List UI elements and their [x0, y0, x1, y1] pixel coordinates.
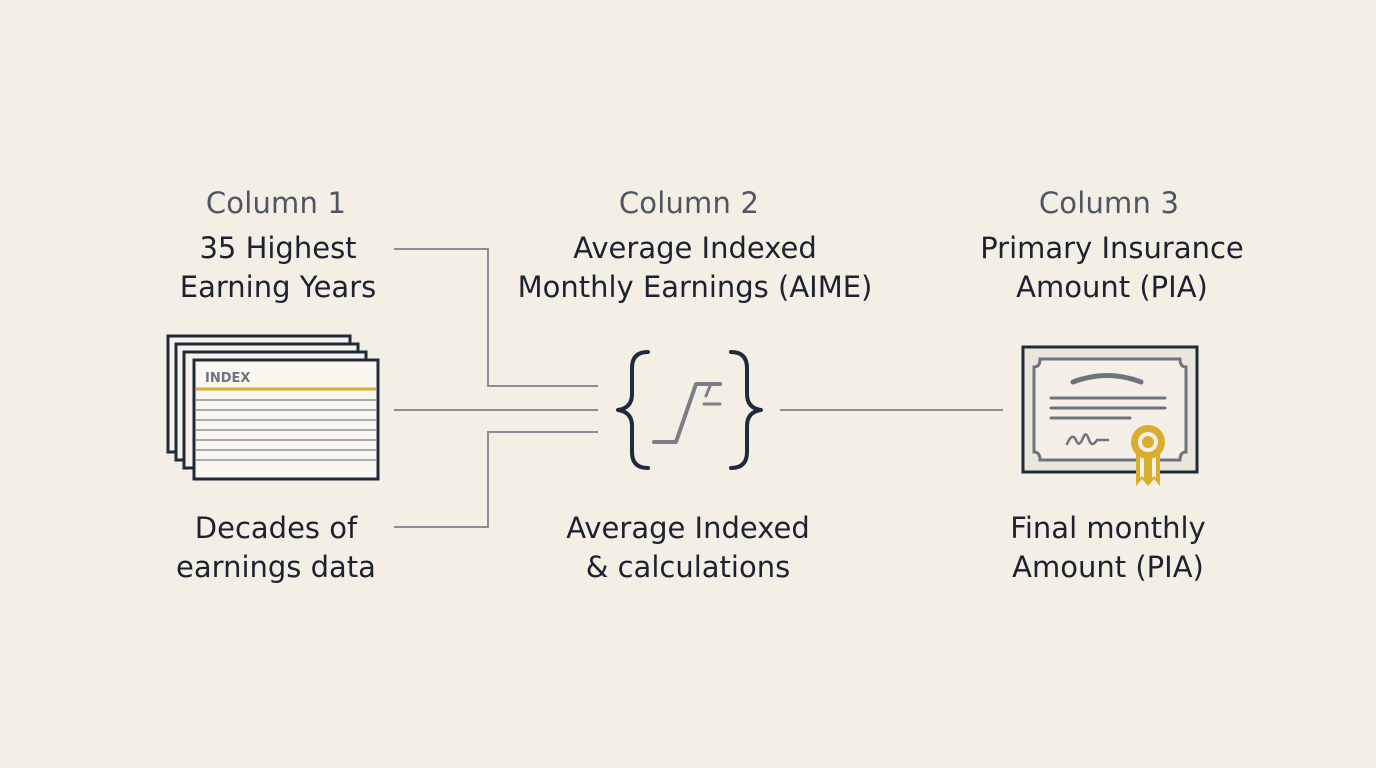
right-brace: [729, 350, 763, 470]
column-1-heading: Column 1: [205, 186, 347, 220]
formula-glyph: [652, 382, 722, 444]
column-1-title-line-1: 35 Highest: [199, 231, 357, 265]
connector-caption-to-formula: [394, 431, 598, 528]
column-3-caption-line-1: Final monthly: [1010, 511, 1206, 545]
column-2-caption: Average Indexed & calculations: [478, 509, 898, 587]
certificate-award-icon: [1021, 345, 1199, 486]
column-1-caption-line-1: Decades of: [194, 511, 358, 545]
column-3-title-line-1: Primary Insurance: [980, 231, 1244, 265]
signature-scribble: [1065, 433, 1110, 446]
column-1-title: 35 Highest Earning Years: [68, 229, 488, 307]
column-3-title: Primary Insurance Amount (PIA): [902, 229, 1322, 307]
left-brace: [616, 350, 650, 470]
column-3-heading: Column 3: [1038, 186, 1180, 220]
formula-mark: [704, 384, 712, 398]
column-1-caption: Decades of earnings data: [66, 509, 486, 587]
stacked-index-cards-icon: INDEX: [166, 334, 380, 481]
column-3-caption-line-2: Amount (PIA): [1012, 550, 1204, 584]
column-3-caption: Final monthly Amount (PIA): [898, 509, 1318, 587]
connector-lines: [394, 248, 1003, 528]
award-ribbon: [1136, 454, 1160, 486]
award-seal-core: [1142, 436, 1154, 448]
column-2-title-line-2: Monthly Earnings (AIME): [517, 270, 873, 304]
column-1-caption-line-2: earnings data: [176, 550, 376, 584]
column-1-title-line-2: Earning Years: [179, 270, 377, 304]
column-2-title: Average Indexed Monthly Earnings (AIME): [485, 229, 905, 307]
connector-title-to-formula: [394, 248, 598, 387]
column-2-heading: Column 2: [618, 186, 760, 220]
column-2-caption-line-2: & calculations: [585, 550, 791, 584]
formula-braces-icon: [616, 350, 763, 470]
certificate-arc-title: [1070, 373, 1144, 385]
certificate-text-lines: [1049, 396, 1167, 420]
column-2-title-line-1: Average Indexed: [573, 231, 817, 265]
index-card-lines: [196, 399, 376, 461]
column-3-title-line-2: Amount (PIA): [1016, 270, 1208, 304]
column-2-caption-line-1: Average Indexed: [566, 511, 810, 545]
index-card-label: INDEX: [205, 371, 250, 386]
